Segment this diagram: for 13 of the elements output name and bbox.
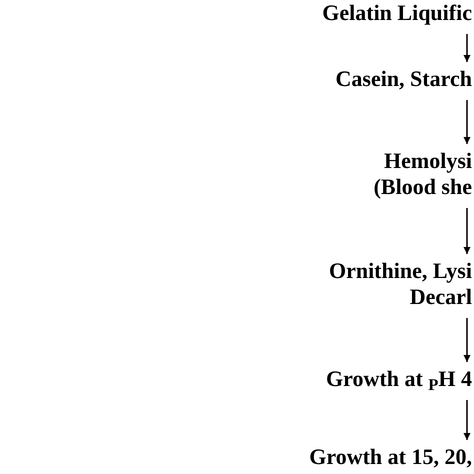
step-label: Ornithine, Lysi bbox=[328, 258, 472, 284]
step-label: Gelatin Liquific bbox=[322, 0, 472, 26]
step-label: Decarl bbox=[410, 284, 472, 310]
step-label: Casein, Starch bbox=[336, 66, 472, 92]
arrow bbox=[464, 208, 470, 254]
step-label: (Blood she bbox=[374, 174, 472, 200]
step-label: Growth at $_{P}$H 4 bbox=[326, 366, 472, 392]
step-label: Hemolysi bbox=[384, 148, 472, 174]
arrow bbox=[464, 100, 470, 144]
arrow bbox=[464, 34, 470, 62]
arrow bbox=[464, 318, 470, 362]
arrow bbox=[464, 400, 470, 440]
step-label: Growth at 15, 20, bbox=[309, 444, 472, 470]
